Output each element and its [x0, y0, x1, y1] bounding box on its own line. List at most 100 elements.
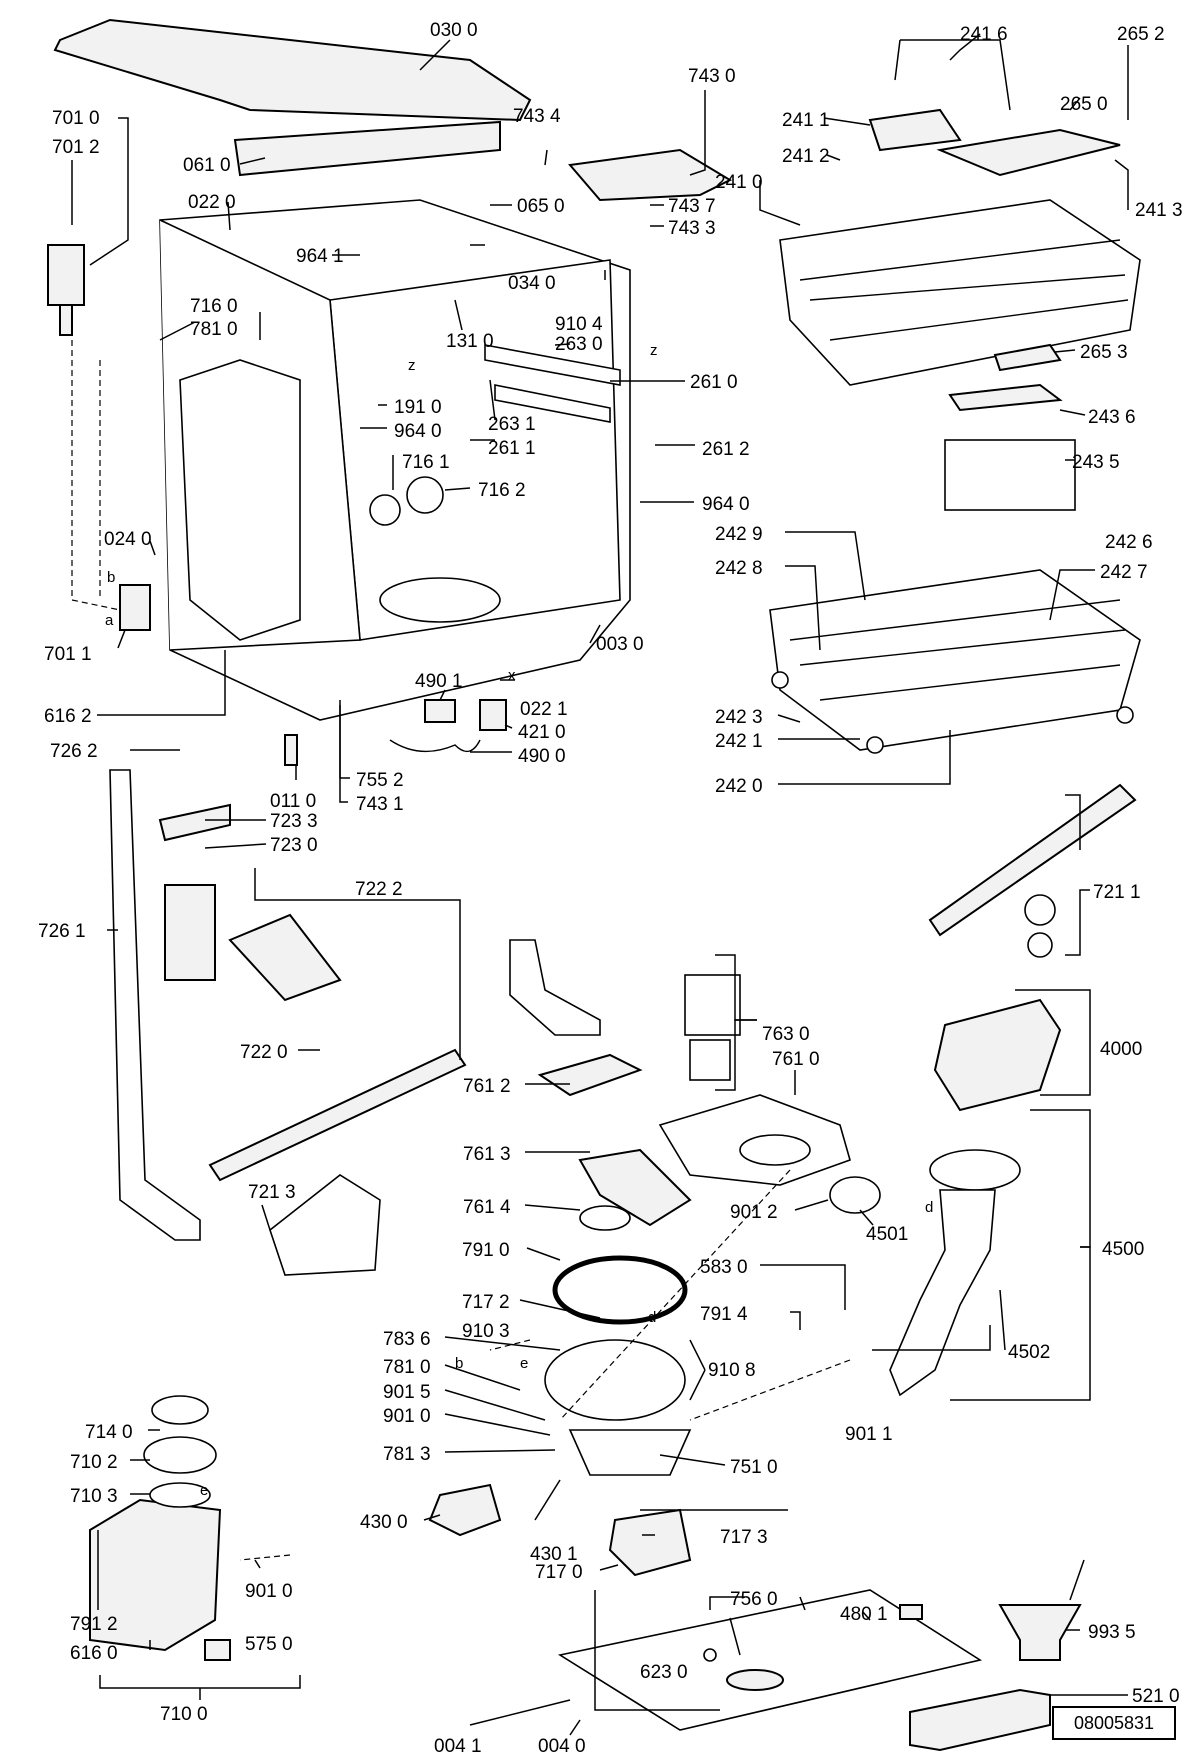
letter-marker: e: [520, 1355, 528, 1372]
part-label: 716 2: [478, 480, 526, 501]
part-label: 261 2: [702, 439, 750, 460]
part-label: 701 1: [44, 644, 92, 665]
part-label: 743 3: [668, 218, 716, 239]
part-label: 781 3: [383, 1444, 431, 1465]
part-label: 242 0: [715, 776, 763, 797]
part-label: 616 2: [44, 706, 92, 727]
letter-marker: d: [925, 1199, 933, 1216]
part-label: 022 0: [188, 192, 236, 213]
part-label: 723 0: [270, 835, 318, 856]
part-label: 722 0: [240, 1042, 288, 1063]
part-label: 901 0: [245, 1581, 293, 1602]
part-label: 242 7: [1100, 562, 1148, 583]
part-label: 710 3: [70, 1486, 118, 1507]
part-label: 781 0: [383, 1357, 431, 1378]
part-label: 721 1: [1093, 882, 1141, 903]
part-label: 065 0: [517, 196, 565, 217]
part-label: 714 0: [85, 1422, 133, 1443]
part-label: 241 3: [1135, 200, 1183, 221]
part-label: 716 1: [402, 452, 450, 473]
part-label: 791 4: [700, 1304, 748, 1325]
part-label: 755 2: [356, 770, 404, 791]
part-label: 490 1: [415, 671, 463, 692]
part-label: 717 0: [535, 1562, 583, 1583]
part-label: 726 2: [50, 741, 98, 762]
part-label: 583 0: [700, 1257, 748, 1278]
part-label: 901 2: [730, 1202, 778, 1223]
part-label: 791 0: [462, 1240, 510, 1261]
letter-marker: b: [455, 1355, 463, 1372]
part-label: 4500: [1102, 1239, 1144, 1260]
part-label: 761 0: [772, 1049, 820, 1070]
part-label: 751 0: [730, 1457, 778, 1478]
part-label: 131 0: [446, 331, 494, 352]
part-label: 521 0: [1132, 1686, 1180, 1707]
part-label: 4501: [866, 1224, 908, 1245]
part-label: 263 1: [488, 414, 536, 435]
part-label: 726 1: [38, 921, 86, 942]
part-label: 004 0: [538, 1736, 586, 1757]
part-label: 964 0: [702, 494, 750, 515]
part-label: 910 8: [708, 1360, 756, 1381]
letter-markers: z z x b a b e d d e: [105, 342, 933, 1499]
reference-number: 08005831: [1052, 1706, 1176, 1740]
part-label: 910 4: [555, 314, 603, 335]
part-label: 004 1: [434, 1736, 482, 1757]
part-labels: 030 0 701 0 701 2 061 0 022 0 743 4 743 …: [38, 20, 1183, 1757]
part-label: 723 3: [270, 811, 318, 832]
part-label: 623 0: [640, 1662, 688, 1683]
part-label: 575 0: [245, 1634, 293, 1655]
part-label: 993 5: [1088, 1622, 1136, 1643]
part-label: 710 2: [70, 1452, 118, 1473]
part-label: 910 3: [462, 1321, 510, 1342]
part-label: 242 8: [715, 558, 763, 579]
part-label: 4000: [1100, 1039, 1142, 1060]
part-label: 743 7: [668, 196, 716, 217]
letter-marker: x: [508, 667, 516, 684]
part-label: 241 6: [960, 24, 1008, 45]
part-label: 901 5: [383, 1382, 431, 1403]
part-label: 761 4: [463, 1197, 511, 1218]
part-label: 265 3: [1080, 342, 1128, 363]
part-label: 761 2: [463, 1076, 511, 1097]
leader-lines: [71, 33, 1129, 1736]
part-label: 241 0: [715, 172, 763, 193]
part-label: 743 1: [356, 794, 404, 815]
part-label: 242 1: [715, 731, 763, 752]
part-label: 964 1: [296, 246, 344, 267]
part-label: 241 2: [782, 146, 830, 167]
part-label: 430 1: [530, 1544, 578, 1565]
letter-marker: z: [650, 342, 658, 359]
part-label: 421 0: [518, 722, 566, 743]
letter-marker: b: [107, 569, 115, 586]
part-label: 242 6: [1105, 532, 1153, 553]
letter-marker: d: [648, 1309, 656, 1326]
part-label: 261 1: [488, 438, 536, 459]
part-label: 791 2: [70, 1614, 118, 1635]
part-label: 480 1: [840, 1604, 888, 1625]
part-label: 242 9: [715, 524, 763, 545]
part-label: 716 0: [190, 296, 238, 317]
part-label: 061 0: [183, 155, 231, 176]
part-label: 743 0: [688, 66, 736, 87]
part-label: 721 3: [248, 1182, 296, 1203]
part-label: 242 3: [715, 707, 763, 728]
part-label: 901 1: [845, 1424, 893, 1445]
part-label: 901 0: [383, 1406, 431, 1427]
part-label: 783 6: [383, 1329, 431, 1350]
part-label: 4502: [1008, 1342, 1050, 1363]
part-label: 430 0: [360, 1512, 408, 1533]
part-label: 743 4: [513, 106, 561, 127]
part-label: 722 2: [355, 879, 403, 900]
part-label: 243 6: [1088, 407, 1136, 428]
part-label: 024 0: [104, 529, 152, 550]
letter-marker: e: [200, 1482, 208, 1499]
letter-marker: a: [105, 612, 114, 629]
part-label: 717 3: [720, 1527, 768, 1548]
part-label: 964 0: [394, 421, 442, 442]
part-label: 191 0: [394, 397, 442, 418]
part-label: 781 0: [190, 319, 238, 340]
part-label: 490 0: [518, 746, 566, 767]
part-label: 616 0: [70, 1643, 118, 1664]
part-label: 265 0: [1060, 94, 1108, 115]
